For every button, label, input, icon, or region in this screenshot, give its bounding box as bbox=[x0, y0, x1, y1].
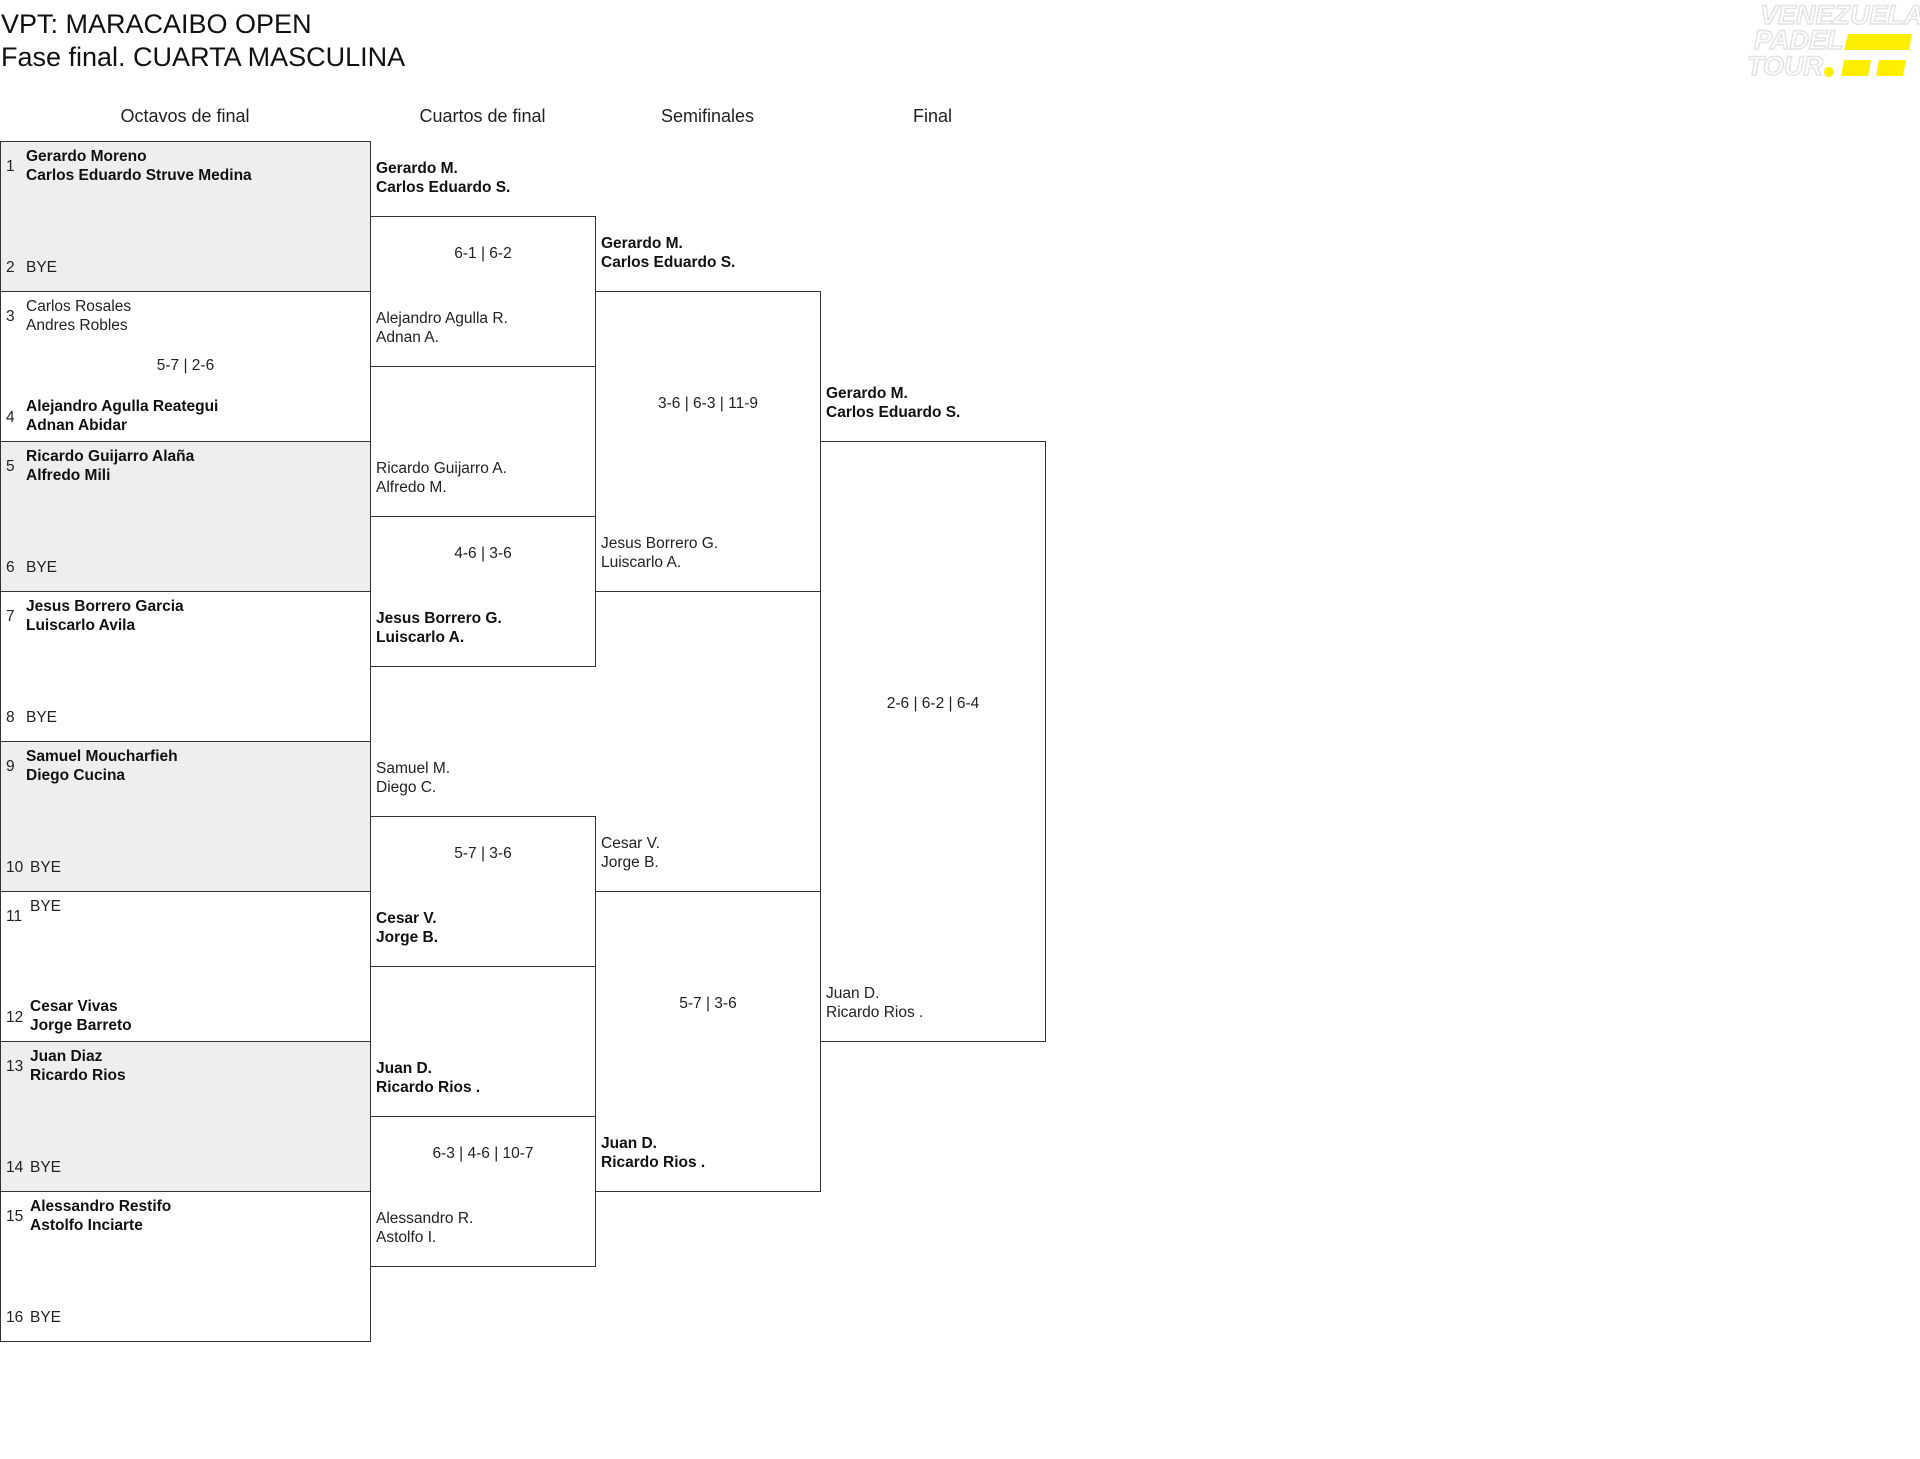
logo-stripe-right bbox=[1876, 60, 1906, 76]
team-player: Diego Cucina bbox=[26, 767, 126, 784]
team-player: Alejandro Agulla Reategui bbox=[26, 398, 219, 415]
team-player: Carlos Eduardo S. bbox=[376, 179, 511, 196]
team-player: Carlos Rosales bbox=[26, 298, 132, 315]
team-player: Cesar Vivas bbox=[30, 998, 118, 1015]
team-player: Gerardo M. bbox=[826, 385, 908, 402]
seed-number: 12 bbox=[6, 1009, 24, 1026]
team-player: Astolfo I. bbox=[376, 1229, 437, 1246]
round-header-semifinales: Semifinales bbox=[660, 106, 755, 126]
team-player: Gerardo M. bbox=[376, 160, 458, 177]
team-player: Carlos Eduardo S. bbox=[601, 254, 736, 271]
team-player: Juan Diaz bbox=[30, 1048, 103, 1065]
team-player: Alejandro Agulla R. bbox=[376, 310, 508, 327]
team-player: Adnan Abidar bbox=[26, 417, 128, 434]
team-player: Jorge B. bbox=[376, 929, 439, 946]
match-score: 3-6 | 6-3 | 11-9 bbox=[658, 395, 758, 412]
seed-number: 3 bbox=[6, 308, 15, 325]
seed-number: 16 bbox=[6, 1309, 24, 1326]
match-score: 6-3 | 4-6 | 10-7 bbox=[432, 1145, 534, 1162]
team-player: BYE bbox=[26, 709, 58, 726]
team-player: Jesus Borrero G. bbox=[376, 610, 502, 627]
team-player: Cesar V. bbox=[601, 835, 660, 852]
team-player: Ricardo Rios bbox=[30, 1067, 126, 1084]
team-player: Ricardo Rios . bbox=[376, 1079, 481, 1096]
team-player: BYE bbox=[30, 859, 62, 876]
round-header-cuartos: Cuartos de final bbox=[419, 106, 546, 126]
seed-number: 1 bbox=[6, 158, 15, 175]
match-score: 5-7 | 3-6 bbox=[454, 845, 512, 862]
team-player: Ricardo Guijarro Alaña bbox=[26, 448, 195, 465]
team-player: BYE bbox=[26, 259, 58, 276]
logo-stripe-left bbox=[1841, 60, 1871, 76]
seed-number: 9 bbox=[6, 758, 15, 775]
seed-number: 13 bbox=[6, 1058, 24, 1075]
match-score: 2-6 | 6-2 | 6-4 bbox=[886, 695, 980, 712]
team-player: Cesar V. bbox=[376, 910, 437, 927]
team-player: Ricardo Rios . bbox=[826, 1004, 924, 1021]
team-player: Carlos Eduardo S. bbox=[826, 404, 961, 421]
team-player: Juan D. bbox=[601, 1135, 657, 1152]
team-player: Alessandro Restifo bbox=[30, 1198, 172, 1215]
seed-number: 2 bbox=[6, 259, 15, 276]
team-player: Ricardo Rios . bbox=[601, 1154, 706, 1171]
page-subtitle: Fase final. CUARTA MASCULINA bbox=[1, 42, 406, 72]
match-score: 4-6 | 3-6 bbox=[454, 545, 512, 562]
seed-number: 6 bbox=[6, 559, 15, 576]
match-score: 5-7 | 2-6 bbox=[156, 357, 215, 374]
team-player: Juan D. bbox=[826, 985, 880, 1002]
logo-text-line1: VENEZUELA bbox=[1760, 0, 1920, 30]
team-player: BYE bbox=[30, 1159, 62, 1176]
team-player: Carlos Eduardo Struve Medina bbox=[26, 167, 252, 184]
seed-number: 5 bbox=[6, 458, 15, 475]
team-player: Astolfo Inciarte bbox=[30, 1217, 143, 1234]
seed-number: 11 bbox=[6, 908, 23, 925]
page-title: VPT: MARACAIBO OPEN bbox=[1, 9, 312, 39]
octavos-match-box bbox=[0, 141, 371, 292]
team-player: Jesus Borrero Garcia bbox=[26, 598, 184, 615]
team-player: BYE bbox=[30, 1309, 62, 1326]
team-player: Alfredo M. bbox=[376, 479, 447, 496]
final-match-box bbox=[820, 441, 1046, 1042]
seed-number: 8 bbox=[6, 709, 15, 726]
team-player: Andres Robles bbox=[26, 317, 128, 334]
team-player: Samuel Moucharfieh bbox=[26, 748, 178, 765]
team-player: Luiscarlo A. bbox=[601, 554, 682, 571]
logo-ball bbox=[1824, 67, 1834, 77]
team-player: Alfredo Mili bbox=[26, 467, 111, 484]
team-player: Adnan A. bbox=[376, 329, 439, 346]
team-player: Jorge Barreto bbox=[30, 1017, 132, 1034]
team-player: Alessandro R. bbox=[376, 1210, 474, 1227]
team-player: Luiscarlo A. bbox=[376, 629, 465, 646]
venezuela-padel-tour-logo: VENEZUELA PADEL TOUR bbox=[1746, 0, 1920, 82]
team-player: Jesus Borrero G. bbox=[601, 535, 719, 552]
team-player: Gerardo M. bbox=[601, 235, 683, 252]
match-score: 5-7 | 3-6 bbox=[679, 995, 737, 1012]
team-player: BYE bbox=[30, 898, 62, 915]
logo-text-line2: PADEL bbox=[1754, 25, 1844, 55]
team-player: Samuel M. bbox=[376, 760, 451, 777]
round-header-final: Final bbox=[912, 106, 952, 126]
team-player: Luiscarlo Avila bbox=[26, 617, 136, 634]
team-player: BYE bbox=[26, 559, 58, 576]
seed-number: 7 bbox=[6, 608, 15, 625]
logo-stripe-top bbox=[1844, 34, 1912, 50]
team-player: Gerardo Moreno bbox=[26, 148, 147, 165]
team-player: Jorge B. bbox=[601, 854, 659, 871]
team-player: Juan D. bbox=[376, 1060, 432, 1077]
seed-number: 15 bbox=[6, 1208, 24, 1225]
seed-number: 4 bbox=[6, 409, 15, 426]
seed-number: 10 bbox=[6, 859, 24, 876]
match-score: 6-1 | 6-2 bbox=[454, 245, 512, 262]
logo-text-line3: TOUR bbox=[1747, 51, 1824, 81]
round-header-octavos: Octavos de final bbox=[120, 106, 250, 126]
team-player: Ricardo Guijarro A. bbox=[376, 460, 507, 477]
seed-number: 14 bbox=[6, 1159, 24, 1176]
team-player: Diego C. bbox=[376, 779, 437, 796]
